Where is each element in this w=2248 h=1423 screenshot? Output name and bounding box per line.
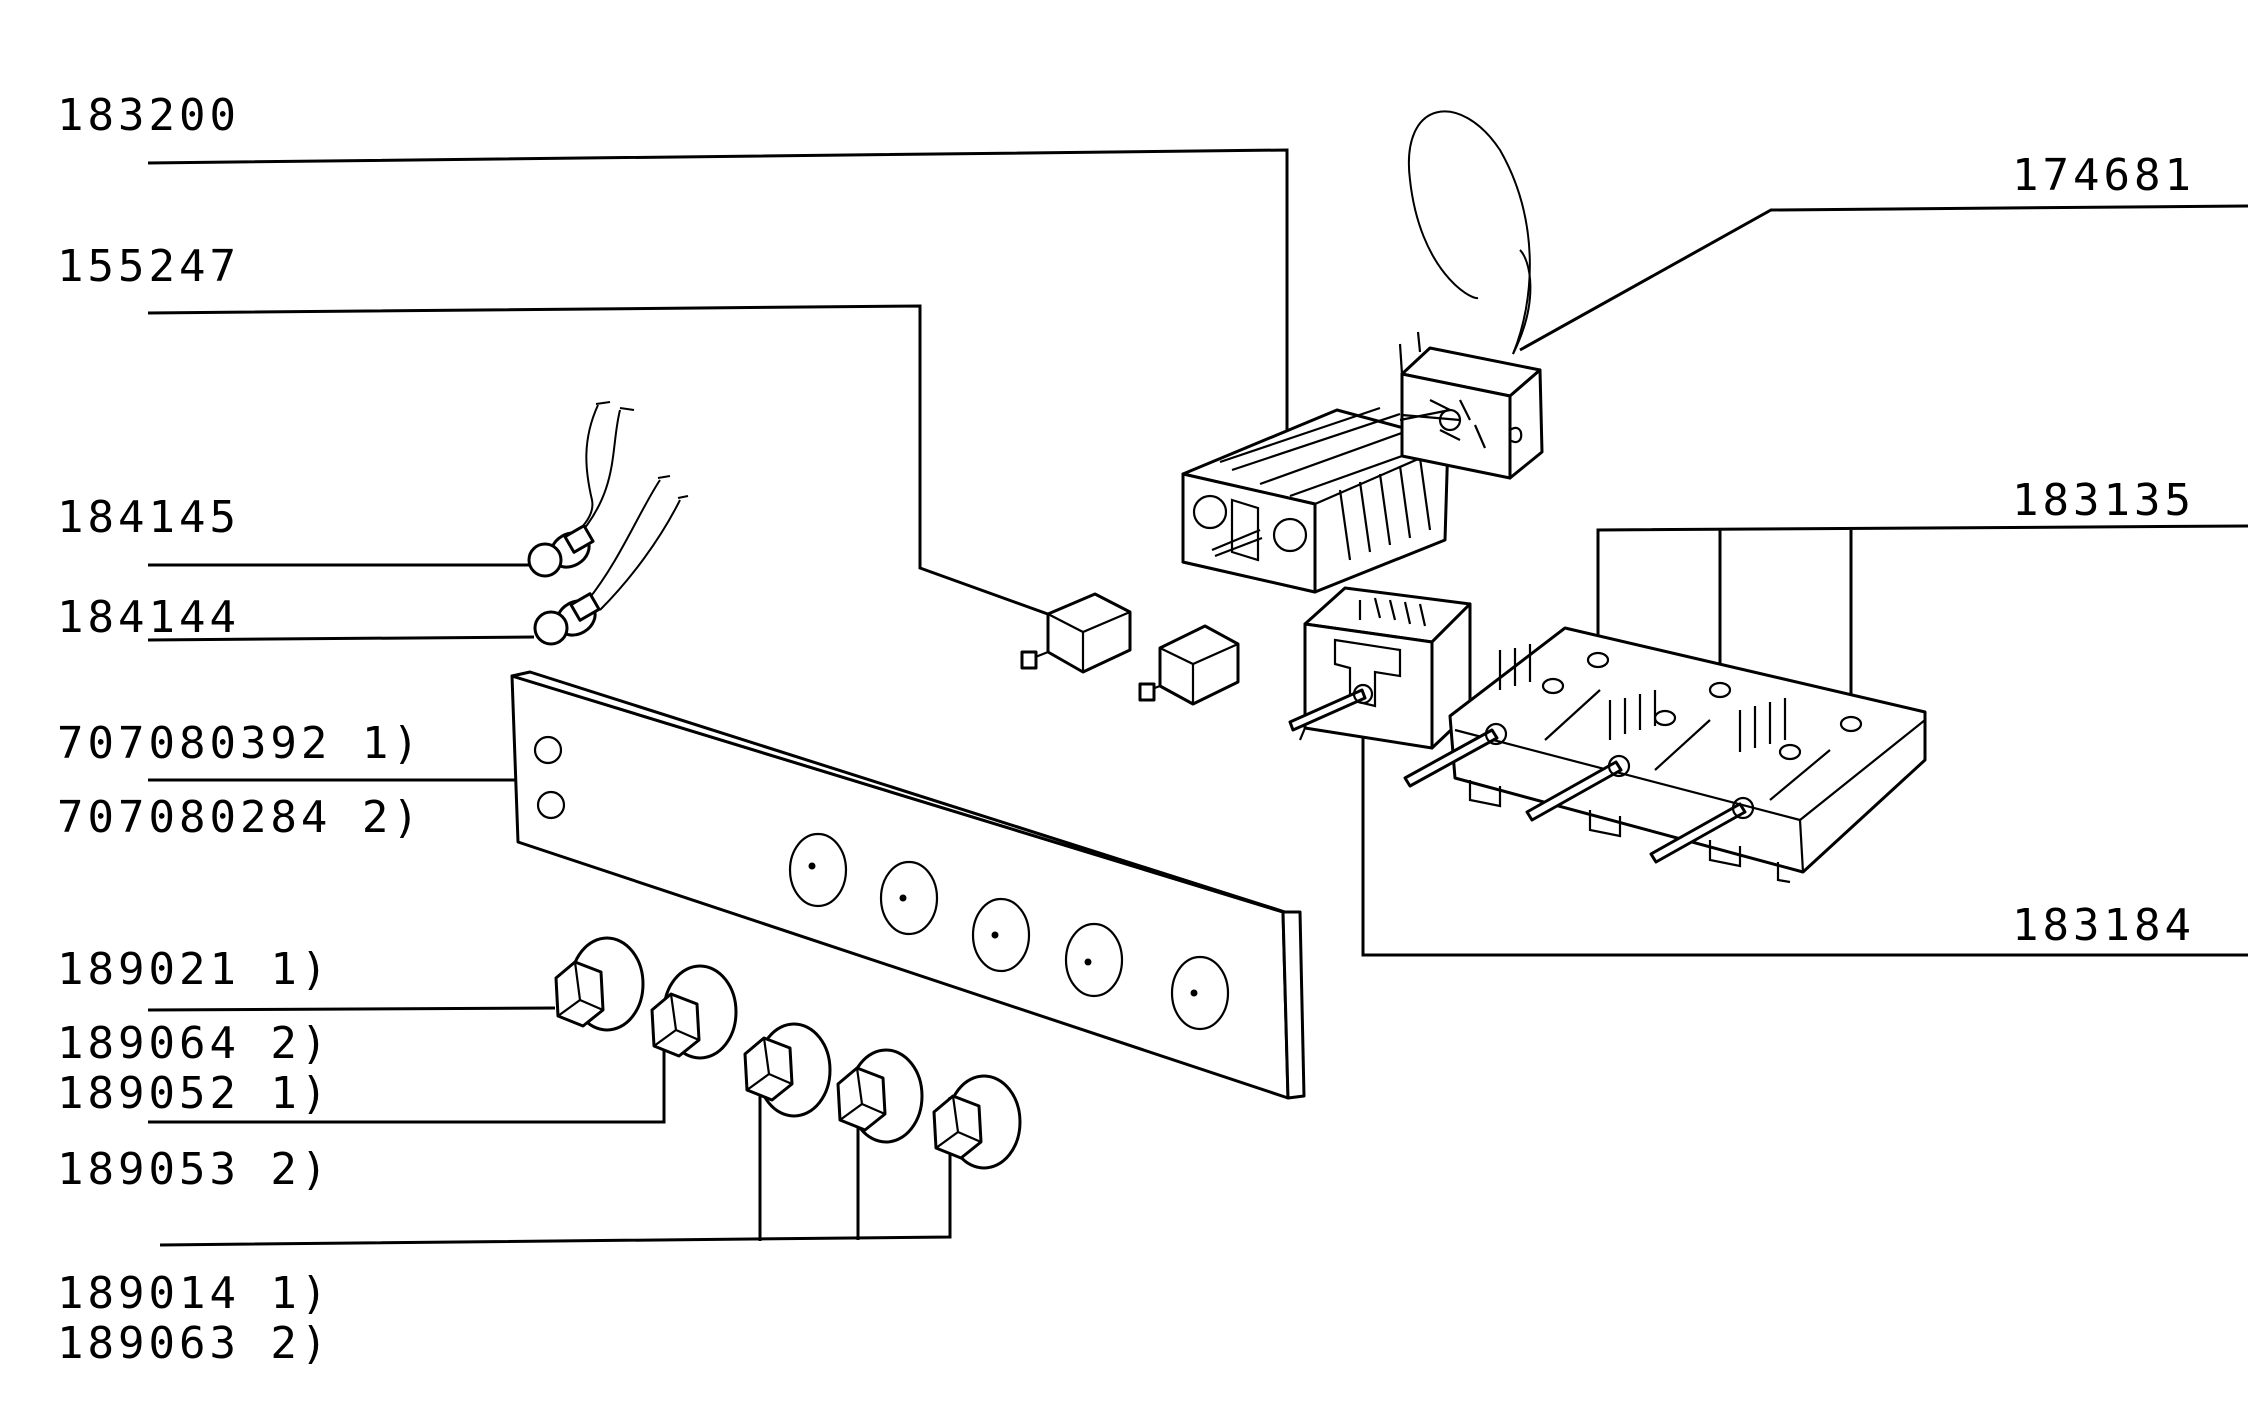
knobs — [554, 936, 1022, 1170]
thermostat-174681 — [1398, 110, 1544, 480]
leader-184144 — [147, 635, 535, 642]
leader-189021 — [147, 1006, 556, 1012]
label-189064: 189064 2) — [57, 1018, 331, 1069]
knob-1 — [554, 936, 645, 1032]
label-184145: 184145 — [57, 492, 240, 543]
label-183135: 183135 — [2012, 475, 2195, 526]
label-189053: 189053 2) — [57, 1144, 331, 1195]
shaft-couplings — [1020, 592, 1240, 706]
indicator-lamps — [527, 401, 689, 646]
leader-183184 — [1361, 726, 2248, 957]
leader-183200 — [147, 148, 1289, 440]
knob-3 — [743, 1022, 832, 1118]
label-183200: 183200 — [57, 90, 240, 141]
label-155247: 155247 — [57, 241, 240, 292]
regulators-183135 — [1403, 626, 1927, 884]
label-183184: 183184 — [2012, 900, 2195, 951]
leader-183135 — [1596, 524, 2248, 648]
knob-2 — [650, 964, 738, 1060]
leader-174681 — [1519, 204, 2248, 352]
label-707080392: 707080392 1) — [57, 718, 423, 769]
label-189063: 189063 2) — [57, 1318, 331, 1369]
control-panel — [510, 670, 1306, 1100]
leader-155247 — [147, 304, 1121, 642]
label-174681: 174681 — [2012, 150, 2195, 201]
leader-189052 — [148, 1048, 666, 1124]
label-189014: 189014 1) — [57, 1268, 331, 1319]
lamp-184144 — [533, 592, 601, 646]
knob-4 — [836, 1048, 924, 1144]
label-189052: 189052 1) — [57, 1068, 331, 1119]
label-189021: 189021 1) — [57, 944, 331, 995]
label-184144: 184144 — [57, 592, 240, 643]
knob-5 — [932, 1074, 1022, 1170]
timer-183200 — [1181, 406, 1471, 594]
lamp-184145 — [527, 524, 595, 578]
label-707080284: 707080284 2) — [57, 792, 423, 843]
switch-183184 — [1288, 586, 1472, 750]
